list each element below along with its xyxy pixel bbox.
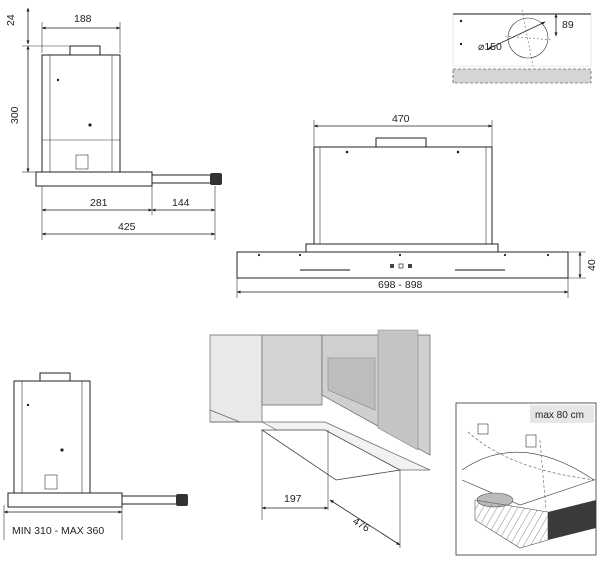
hood-body xyxy=(41,54,121,173)
hood-outline xyxy=(452,68,592,84)
dim-total: 425 xyxy=(118,221,136,233)
dim-depth: 281 xyxy=(90,197,108,209)
label-max: max 80 cm xyxy=(535,410,584,421)
dim-extension: 144 xyxy=(172,197,190,209)
side-view-top: 188 24 300 281 144 425 xyxy=(5,7,222,240)
dim-range: MIN 310 - MAX 360 xyxy=(12,525,104,537)
dim-cabinet-depth: 476 xyxy=(350,515,371,535)
outlet-stub xyxy=(69,45,101,56)
dim-offset: 89 xyxy=(562,19,574,31)
side-view-bottom: MIN 310 - MAX 360 xyxy=(3,372,188,540)
dim-top: 24 xyxy=(5,14,17,26)
duct-detail: 89 ⌀150 xyxy=(452,9,592,84)
dim-front-width: 698 - 898 xyxy=(378,279,423,291)
dim-cabinet-width: 197 xyxy=(284,493,302,505)
slide-handle xyxy=(210,173,222,185)
front-base xyxy=(236,251,569,279)
slide-rail xyxy=(151,174,215,184)
outlet-stub-front xyxy=(375,137,427,148)
cabinet-view: 197 476 xyxy=(209,329,431,548)
front-body xyxy=(313,146,493,245)
hood-body-bottom xyxy=(13,380,91,494)
front-view: 470 698 - 898 40 xyxy=(236,113,598,298)
dim-front-height: 40 xyxy=(586,259,598,271)
dim-height: 300 xyxy=(9,106,21,124)
dim-diameter: ⌀150 xyxy=(478,41,502,53)
hood-base xyxy=(35,171,153,187)
dim-chimney: 470 xyxy=(392,113,410,125)
install-view: max 80 cm xyxy=(455,402,597,556)
dim-width: 188 xyxy=(74,13,92,25)
